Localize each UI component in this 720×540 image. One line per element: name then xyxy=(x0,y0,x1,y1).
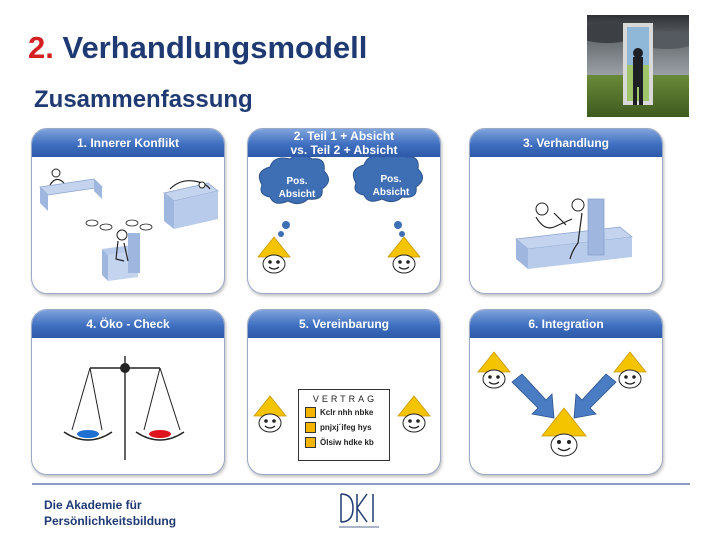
contract-icon: VERTRAG Kclr nhh nbke pnjxj´ifeg hys Öls… xyxy=(298,389,390,461)
page-title: 2. Verhandlungsmodell xyxy=(28,30,367,66)
panel-inner-conflict: 1. Innerer Konflikt xyxy=(31,128,225,294)
panel-integration: 6. Integration xyxy=(469,309,663,475)
company-logo-icon xyxy=(335,490,383,532)
panel-title: 6. Integration xyxy=(470,310,662,338)
panel-title: 3. Verhandlung xyxy=(470,129,662,157)
panel-title: 1. Innerer Konflikt xyxy=(32,129,224,157)
panel-part-intention: 2. Teil 1 + Absicht vs. Teil 2 + Absicht xyxy=(247,128,441,294)
person-photo-icon xyxy=(587,15,689,117)
panel-eco-check: 4. Öko - Check xyxy=(31,309,225,475)
panel-title: 4. Öko - Check xyxy=(32,310,224,338)
panel-agreement: 5. Vereinbarung VERTRAG Kclr nhh nbke pn… xyxy=(247,309,441,475)
hat-face-icon xyxy=(477,351,511,389)
footer-text: Die Akademie für Persönlichkeitsbildung xyxy=(44,497,176,529)
agreement-faces xyxy=(253,395,431,433)
hat-face-icon xyxy=(541,407,587,457)
checkbox-icon xyxy=(305,437,316,448)
arrow-icon xyxy=(573,373,617,419)
checkbox-icon xyxy=(305,422,316,433)
hat-face-icon xyxy=(387,236,421,274)
hat-face-icon xyxy=(253,395,287,433)
balance-scale-icon xyxy=(63,356,185,460)
footer-divider xyxy=(32,483,690,485)
bubble-left-text: Pos. Absicht xyxy=(278,176,316,200)
bubble-right-text: Pos. Absicht xyxy=(372,174,410,198)
checkbox-icon xyxy=(305,407,316,418)
arrow-icon xyxy=(511,373,555,419)
negotiation-table-icon xyxy=(515,198,633,269)
title-number: 2. xyxy=(28,30,54,65)
contract-line: Kclr nhh nbke xyxy=(305,407,385,418)
title-text: Verhandlungsmodell xyxy=(53,30,368,65)
hat-face-icon xyxy=(397,395,431,433)
contract-line: Ölsiw hdke kb xyxy=(305,437,385,448)
footer-line-2: Persönlichkeitsbildung xyxy=(44,514,177,528)
panel-negotiation: 3. Verhandlung xyxy=(469,128,663,294)
page-subtitle: Zusammenfassung xyxy=(34,86,253,113)
cloud-bubble-icon xyxy=(257,157,423,274)
panel-title: 5. Vereinbarung xyxy=(248,310,440,338)
integration-diagram xyxy=(477,351,647,457)
thinking-person-icon xyxy=(39,168,219,281)
hat-face-icon xyxy=(613,351,647,389)
contract-title: VERTRAG xyxy=(312,394,378,404)
hat-face-icon xyxy=(257,236,291,274)
panel-title: 2. Teil 1 + Absicht vs. Teil 2 + Absicht xyxy=(248,129,440,157)
footer-line-1: Die Akademie für xyxy=(44,498,142,512)
contract-line: pnjxj´ifeg hys xyxy=(305,422,385,433)
